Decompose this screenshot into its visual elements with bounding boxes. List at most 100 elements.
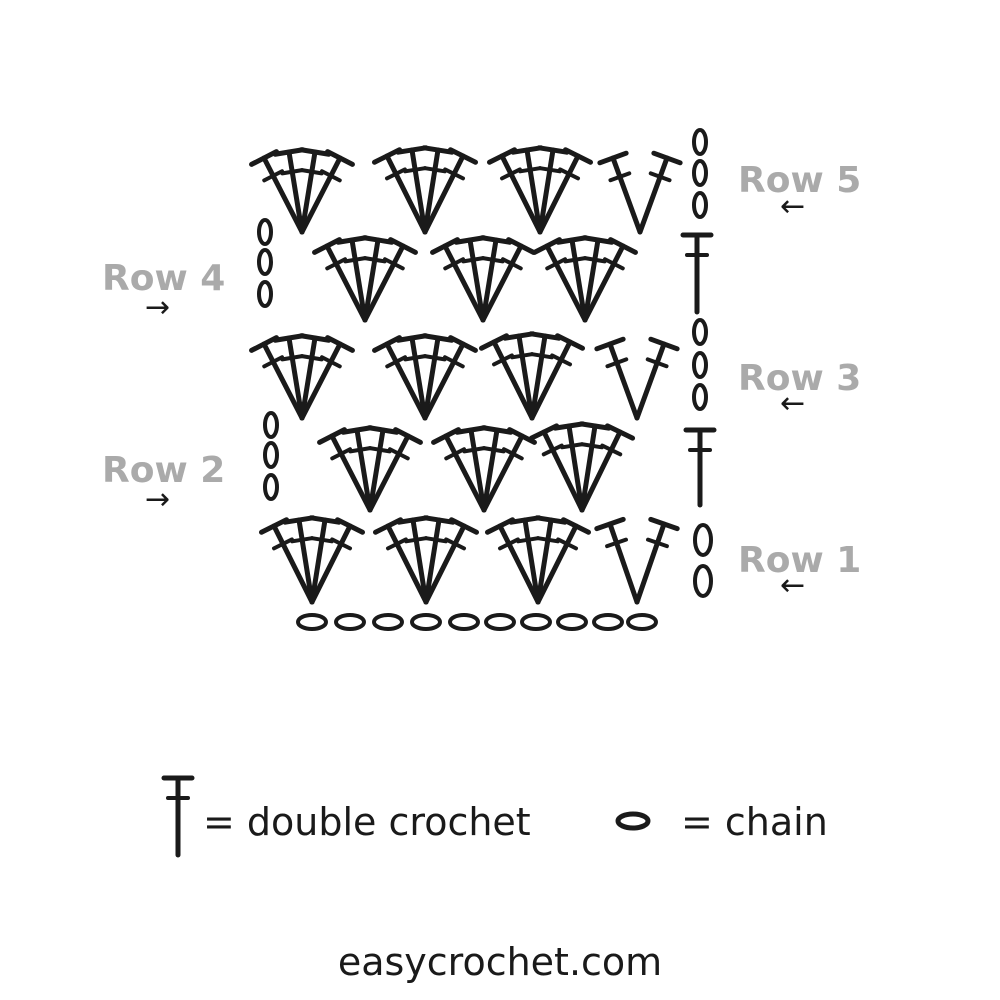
stitch-top-bar [335,235,369,245]
stitch-cross-bar [272,537,294,551]
legend-double-crochet-text: = double crochet [203,800,531,844]
stitch-shell [478,331,586,421]
stitch-cross-bar [461,256,486,264]
row-5-arrow: ← [780,189,805,224]
stitch-top-bar [448,517,480,535]
stitch-stem [529,333,548,421]
stitch-stem [423,517,442,605]
stitch-stem [299,149,318,235]
stitch-stem [354,427,373,513]
turning-chain [692,191,708,219]
stitch-cross-bar [501,447,524,461]
double-crochet-stitch [258,517,315,605]
row-3-marker: Row 3 ← [738,358,861,421]
stitch-cross-bar [382,257,405,271]
stitch-shell [597,150,683,235]
stitch-shell [430,235,536,323]
stitch-shell [317,425,423,513]
double-crochet-stitch [581,235,615,323]
turning-chain [257,248,273,276]
stitch-stem [637,155,670,235]
double-crochet-stitch [308,515,342,605]
stitch-cross-bar [422,354,447,362]
stitch-stem [499,153,543,235]
double-crochet-stitch [454,425,488,513]
stitch-cross-bar [498,537,520,551]
stitch-cross-bar [343,256,368,264]
stitch-stem [634,341,667,421]
turning-chain [693,564,713,598]
stitch-shell [371,145,479,235]
stitch-cross-bar [535,536,560,544]
stitch-top-bar [508,515,542,525]
stitch-stem [524,147,543,235]
stitch-cross-bar [442,355,465,369]
legend-chain-text: = chain [681,800,828,844]
stitch-stem [516,333,535,421]
row-4-arrow: → [145,290,170,325]
stitch-top-bar [361,235,395,245]
stitch-cross-bar [262,355,285,369]
stitch-top-bar [604,423,636,441]
double-crochet-stitch [423,517,480,605]
stitch-top-bar [371,147,403,165]
stitch-stem [349,237,368,323]
stitch-top-bar [554,333,586,351]
stitch-stem [309,523,353,605]
double-crochet-stitch [361,235,395,323]
stitch-shell [372,333,478,421]
stitch-top-bar [651,150,683,166]
stitch-cross-bar [516,536,541,544]
double-crochet-stitch [528,423,585,513]
stitch-cross-bar [423,536,448,544]
stitch-stem [261,155,305,235]
stitch-stem [582,237,601,323]
row-3-label: Row 3 [738,358,861,399]
stitch-stem [286,335,305,421]
stitch-cross-bar [602,257,625,271]
stitch-cross-bar [518,166,543,174]
stitch-top-bar [430,237,460,255]
stitch-cross-bar [385,355,408,369]
stitch-cross-bar [648,171,672,183]
stitch-stem [607,521,640,605]
stitch-stem [579,423,598,513]
stitch-shell [528,421,636,513]
turning-chain [692,318,708,346]
chain-stitch [484,613,516,631]
stitch-cross-bar [605,357,629,369]
stitch-top-bar [536,145,570,155]
stitch-cross-bar [444,537,466,551]
stitch-stem [535,517,554,605]
stitch-stem [422,153,466,235]
double-crochet-stitch [309,517,366,605]
turning-chain [257,218,273,246]
chain-stitch [410,613,442,631]
stitch-cross-bar [510,352,535,360]
stitch-stem [309,517,328,605]
stitch-top-bar [421,333,455,343]
stitch-top-bar [454,425,488,435]
double-crochet-stitch [578,421,612,513]
double-crochet-stitch [537,147,594,235]
double-crochet-stitch [340,425,374,513]
stitch-top-bar [594,516,626,532]
stitch-top-bar [597,150,629,166]
stitch-cross-bar [556,537,578,551]
stitch-top-bar [506,237,536,255]
stitch-cross-bar [403,354,428,362]
double-crochet-stitch [299,149,355,235]
stitch-cross-bar [550,353,572,367]
stitch-stem [481,433,525,513]
stitch-top-bar [479,235,513,245]
stitch-cross-bar [545,257,568,271]
chain-stitch [296,613,328,631]
stitch-cross-bar [299,168,324,176]
stitch-shell [249,147,355,235]
stitch-top-bar [560,517,592,535]
turning-chain [692,128,708,156]
double-crochet-stitch [312,237,368,323]
double-crochet-stitch [298,147,332,235]
stitch-stem [582,243,626,323]
stitch-shell [431,425,537,513]
